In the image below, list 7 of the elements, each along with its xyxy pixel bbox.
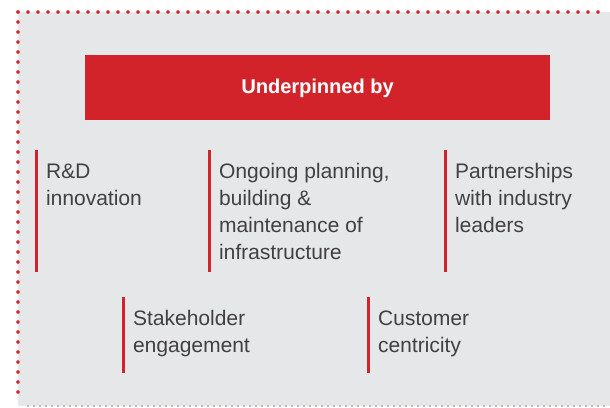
item-text: Partnerships with industry leaders [455,159,574,239]
item-text: Stakeholder engagement [133,306,251,359]
item-text: Customer centricity [378,306,470,359]
header-banner [85,55,550,120]
banner-title: Underpinned by [241,76,394,99]
item-text: R&D innovation [46,159,143,212]
item-text: Ongoing planning, building & maintenance of infrastructure [219,159,390,266]
